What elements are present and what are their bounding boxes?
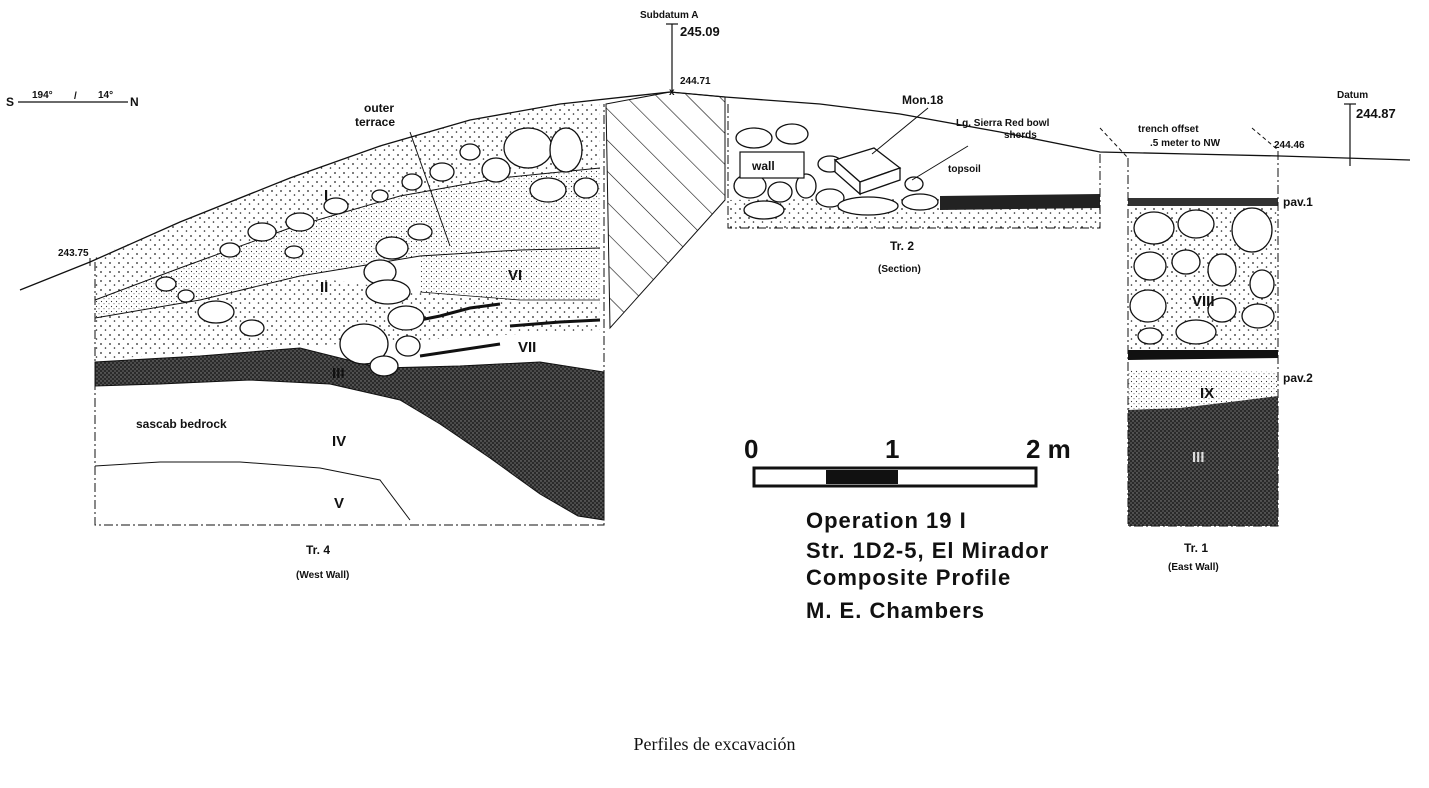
bedrock-label: sascab bedrock [136,417,227,431]
layer-II: II [320,279,328,296]
tr2-name: Tr. 2 [890,239,914,253]
scale-two: 2 m [1026,434,1071,464]
outer-terrace-label-2: terrace [355,115,395,129]
title-line-3: Composite Profile [806,565,1011,590]
elevation-tr4: 243.75 [58,248,89,259]
datum-label: Datum [1337,90,1368,101]
tr4-sub: (West Wall) [296,570,349,581]
scale-zero: 0 [744,434,758,464]
south-label: S [6,95,14,109]
north-label: N [130,95,139,109]
title-line-1: Operation 19 I [806,508,967,533]
trench-offset-label-2: .5 meter to NW [1150,138,1221,149]
layer-VII: VII [518,339,536,356]
trench-1-profile [1127,150,1279,527]
pav-1-label: pav.1 [1283,195,1313,209]
layer-VI: VI [508,267,522,284]
subdatum-point: 244.71 [680,76,711,87]
sherds-label-2: sherds [1004,130,1037,141]
subdatum-label: Subdatum A [640,10,699,21]
elevation-tr1: 244.46 [1274,140,1305,151]
layer-IX: IX [1200,385,1214,402]
tr1-name: Tr. 1 [1184,541,1208,555]
title-line-2: Str. 1D2-5, El Mirador [806,538,1049,563]
layer-IV: IV [332,433,346,450]
bearing-separator: / [74,91,77,102]
datum: Datum 244.87 [1337,90,1396,166]
trench-2-section [727,104,1101,229]
tr2-sub: (Section) [878,264,921,275]
datum-value: 244.87 [1356,106,1396,121]
wall-label: wall [751,159,775,173]
sherds-label-1: Lg. Sierra Red bowl [956,118,1050,129]
mon-18-label: Mon.18 [902,93,944,107]
trench-offset-label-1: trench offset [1138,124,1199,135]
figure-caption: Perfiles de excavación [633,734,796,754]
pav-2-label: pav.2 [1283,371,1313,385]
title-line-4: M. E. Chambers [806,598,985,623]
scale-bar: 0 1 2 m [744,434,1071,488]
outer-terrace-label-1: outer [364,101,394,115]
trench-4-profile [94,104,605,526]
topsoil-label: topsoil [948,164,981,175]
layer-V: V [334,495,344,512]
bearing-right: 14° [98,90,113,101]
layer-III: III [332,365,345,382]
layer-III-tr1: III [1192,449,1205,466]
layer-VIII: VIII [1192,293,1215,310]
tr4-name: Tr. 4 [306,543,330,557]
unexcavated-hatch [605,91,726,330]
orientation-indicator: S 194° / 14° N [6,90,139,109]
subdatum-a: Subdatum A 245.09 244.71 x [640,10,720,98]
scale-one: 1 [885,434,899,464]
tr1-sub: (East Wall) [1168,562,1219,573]
subdatum-value: 245.09 [680,24,720,39]
layer-I: I [324,187,328,204]
bearing-left: 194° [32,90,53,101]
